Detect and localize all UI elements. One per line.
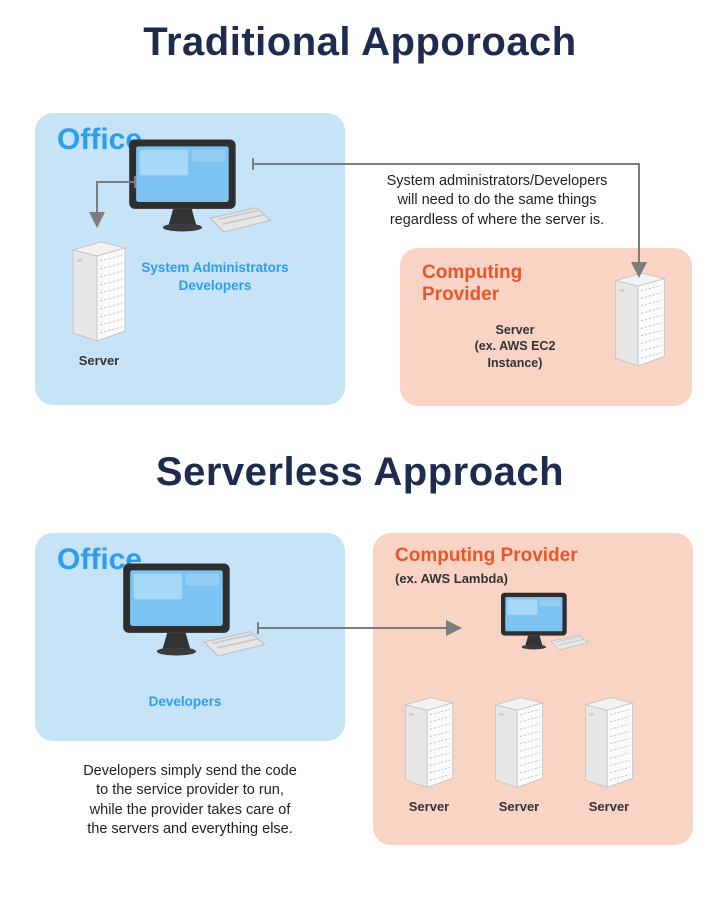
monitor-icon [107,561,269,677]
server-icon [610,264,670,374]
provider-sublabel: (ex. AWS Lambda) [395,571,508,586]
traditional-title: Traditional Apporoach [143,20,577,64]
server-label: Server [78,353,120,368]
server-caption: Server (ex. AWS EC2 Instance) [474,323,556,370]
roles-label: System Administrators Developers [141,260,289,293]
server-label: Server [588,799,630,814]
server-label: Server [498,799,540,814]
office-label: Office [57,123,143,156]
monitor-icon [113,137,275,253]
serverless-office-box: Office Developers [35,533,345,741]
provider-label: Computing Provider [422,262,523,305]
traditional-note: System administrators/Developers will ne… [386,173,608,228]
server-icon [580,693,638,791]
serverless-provider-box: Computing Provider (ex. AWS Lambda) Serv… [373,533,693,845]
traditional-provider-box: Computing Provider Server (ex. AWS EC2 I… [400,248,692,406]
serverless-title: Serverless Approach [155,450,565,494]
serverless-note: Developers simply send the code to the s… [83,763,297,838]
server-icon [400,693,458,791]
traditional-office-box: Office System Administrators Developers … [35,113,345,405]
monitor-icon [491,591,591,663]
provider-label: Computing Provider [395,545,578,566]
server-icon [490,693,548,791]
server-label: Server [408,799,450,814]
developers-label: Developers [148,694,222,709]
